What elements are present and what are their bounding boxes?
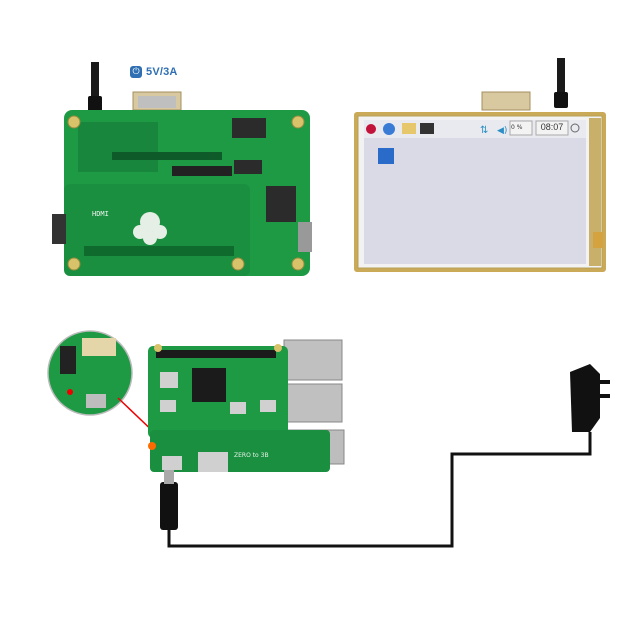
hdmi-connector-top xyxy=(132,91,182,111)
pi-zero-adapter-board xyxy=(148,339,345,472)
silkscreen-hdmi-text: HDMI xyxy=(92,210,109,218)
top-power-cable xyxy=(88,62,102,118)
power-icon: ⏻ xyxy=(130,66,142,78)
power-spec-text: 5V/3A xyxy=(146,66,178,78)
screen-clock: 08:07 xyxy=(540,122,564,132)
svg-text:◀): ◀) xyxy=(497,126,507,136)
screen-volume-readout: 0 % xyxy=(511,124,523,131)
magnified-inset xyxy=(47,330,161,439)
lcd-display: ⇅ ◀) xyxy=(354,112,606,272)
power-spec-label: ⏻ 5V/3A xyxy=(130,66,178,78)
raspberry-logo xyxy=(133,212,167,245)
screen-power-cable xyxy=(554,58,568,108)
silkscreen-zero-text: ZERO to 3B xyxy=(234,452,269,459)
usb-power-cable xyxy=(160,432,592,548)
display-driver-board xyxy=(52,110,312,276)
svg-text:⇅: ⇅ xyxy=(480,125,488,136)
screen-hdmi-connector xyxy=(481,91,531,111)
power-adapter xyxy=(570,364,610,432)
